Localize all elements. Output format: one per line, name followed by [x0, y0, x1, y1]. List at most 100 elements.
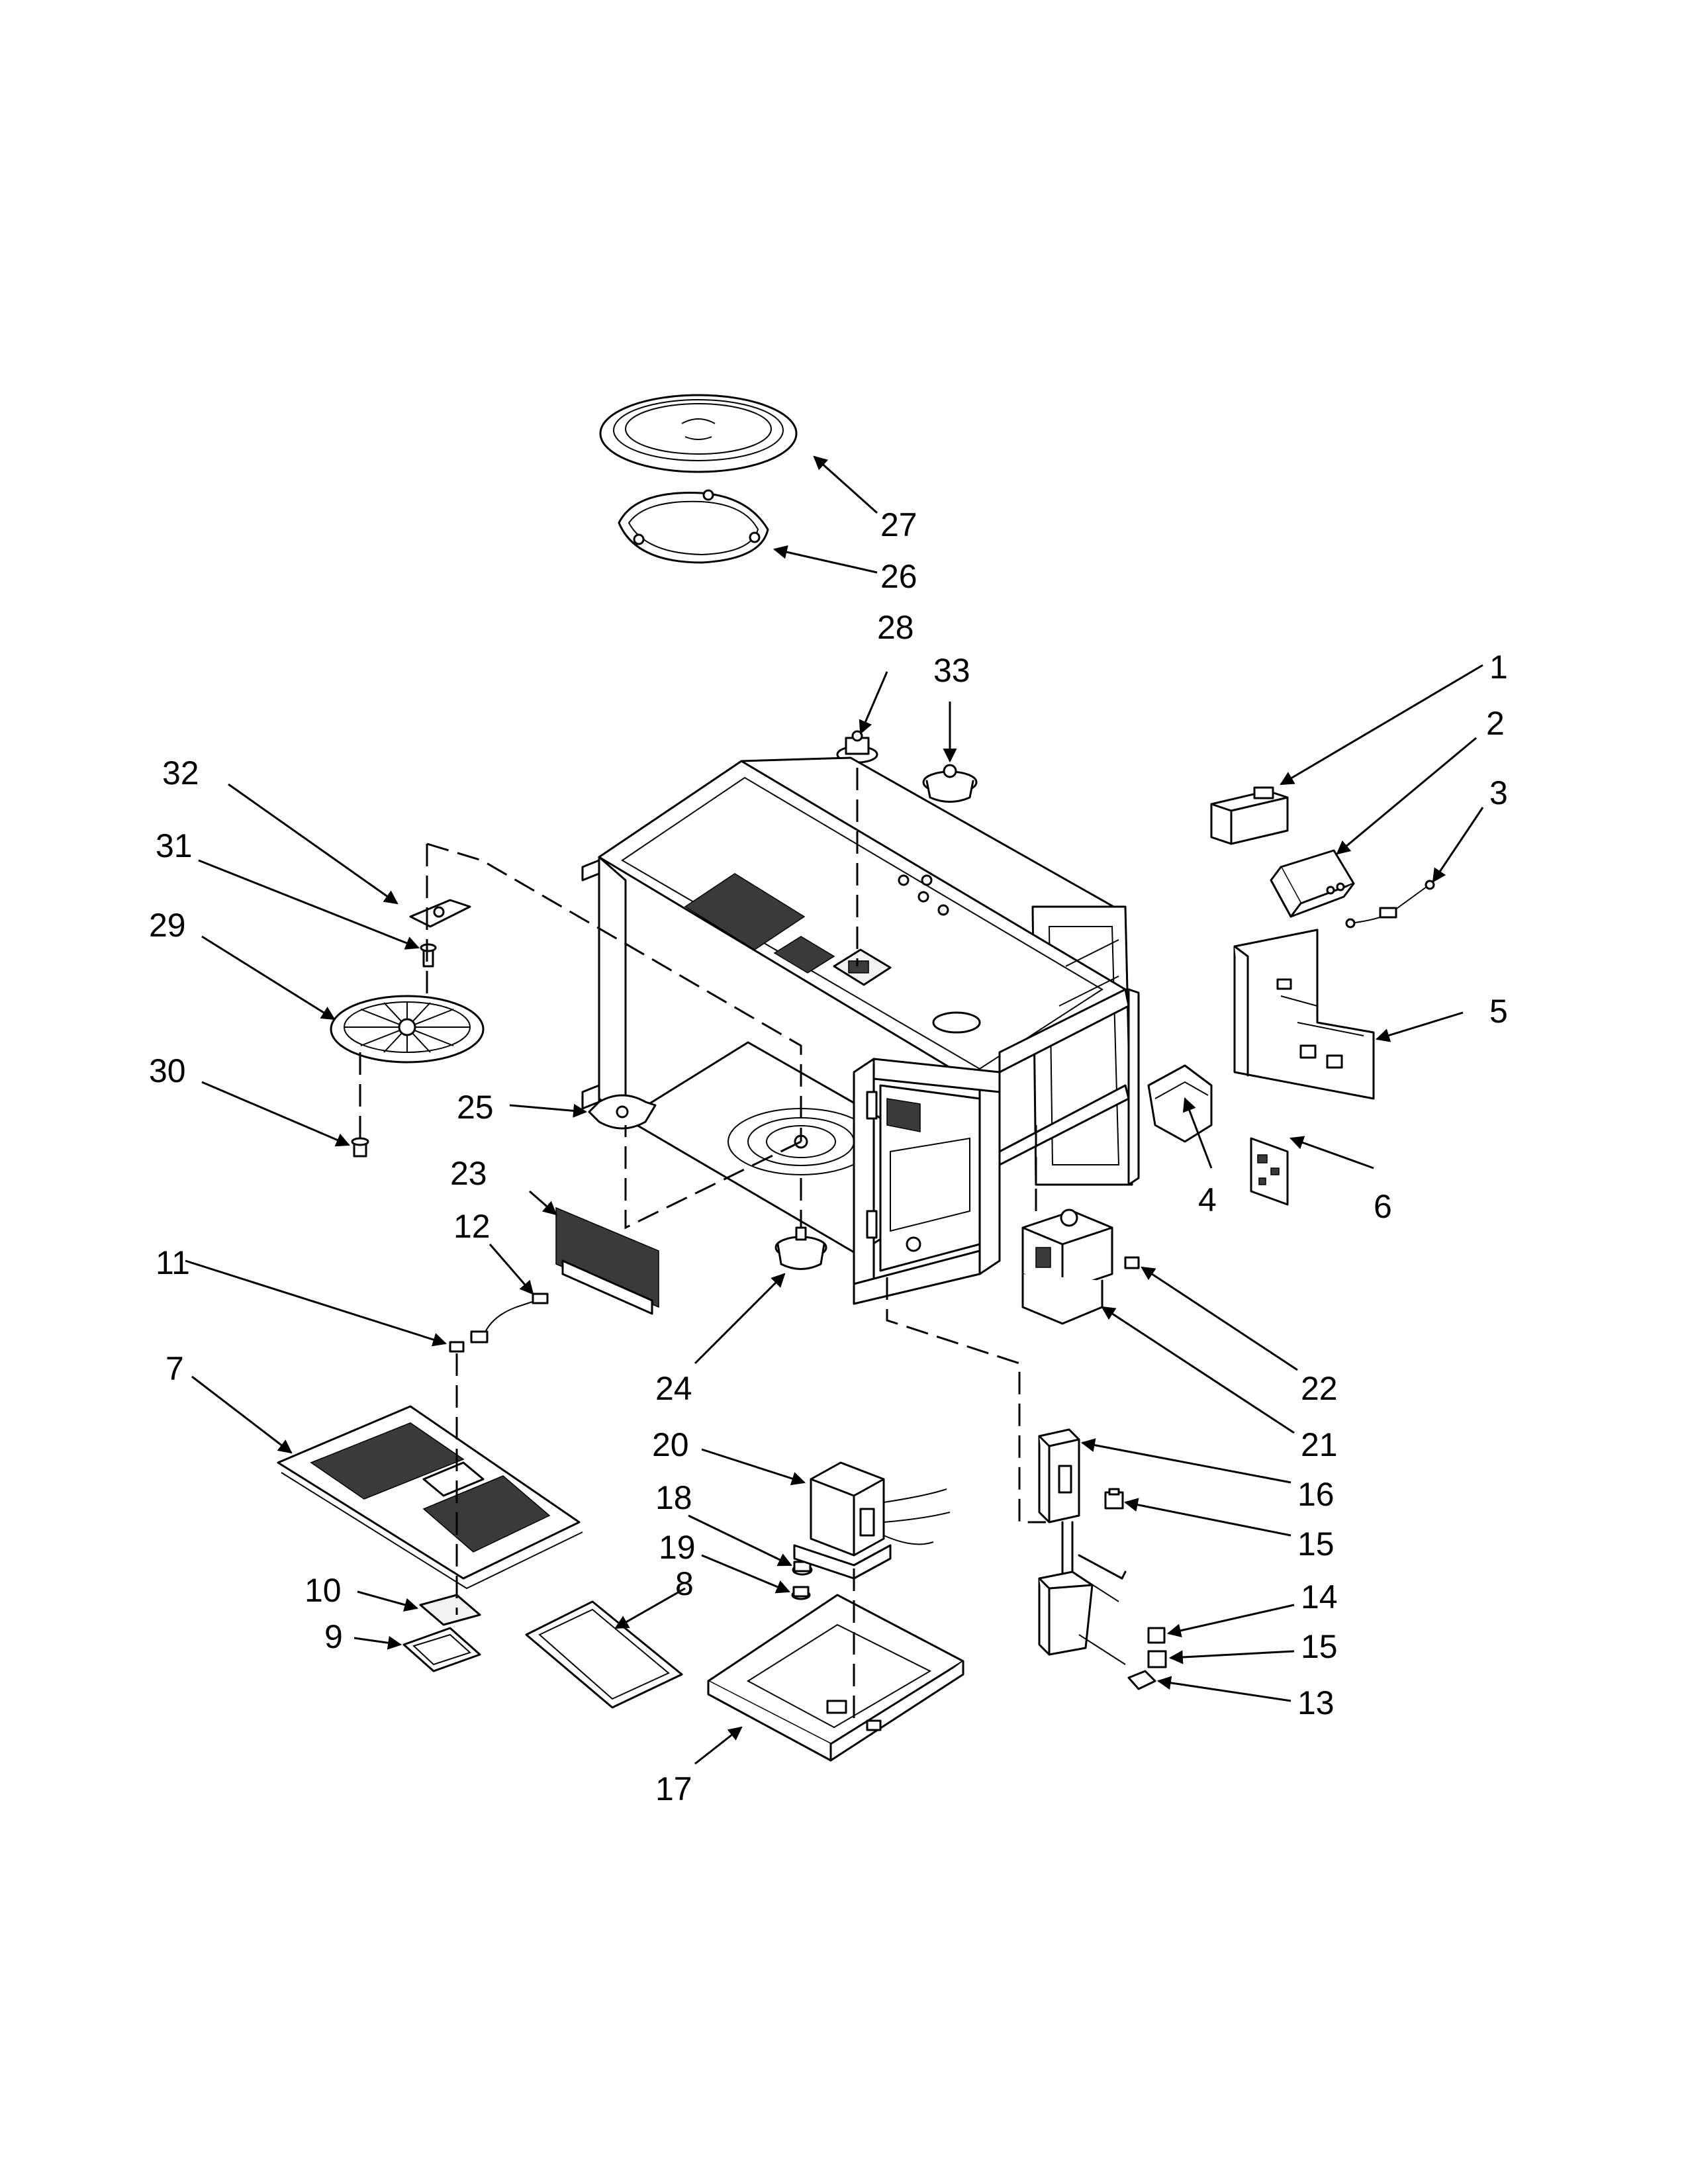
- callout-31: 31: [156, 827, 193, 864]
- part-14-switch[interactable]: [1147, 1627, 1166, 1644]
- callout-2: 2: [1486, 705, 1505, 742]
- part-3-diode[interactable]: [1345, 880, 1435, 929]
- callout-16: 16: [1297, 1476, 1335, 1513]
- part-10-lamp-lens[interactable]: [419, 1594, 481, 1626]
- part-24-turntable-motor[interactable]: [774, 1226, 827, 1270]
- callout-20: 20: [652, 1426, 689, 1463]
- leader-2: [1336, 737, 1477, 855]
- part-32-stirrer-bracket[interactable]: [409, 899, 471, 928]
- callout-15-lower: 15: [1301, 1628, 1338, 1665]
- leader-27: [813, 455, 878, 514]
- callout-3: 3: [1489, 774, 1508, 811]
- callout-28: 28: [877, 609, 914, 646]
- leader-17: [694, 1726, 743, 1765]
- part-1-bracket[interactable]: [1210, 786, 1289, 845]
- leader-19: [701, 1554, 790, 1594]
- part-11-lamp[interactable]: [449, 1341, 465, 1353]
- part-8-filter[interactable]: [525, 1600, 683, 1709]
- part-2-capacitor[interactable]: [1270, 849, 1355, 918]
- leader-28: [859, 671, 888, 735]
- leader-6: [1289, 1136, 1374, 1169]
- part-29-stirrer-fan[interactable]: [330, 995, 485, 1064]
- part-23-vent-grille[interactable]: [555, 1206, 659, 1315]
- callout-8: 8: [675, 1565, 694, 1602]
- leader-5: [1375, 1011, 1464, 1042]
- callout-15-upper: 15: [1297, 1525, 1335, 1563]
- part-12-wire-harness[interactable]: [470, 1293, 549, 1343]
- leader-10: [357, 1590, 419, 1612]
- part-6-circuit-board[interactable]: [1250, 1137, 1289, 1206]
- callout-12: 12: [453, 1208, 491, 1245]
- callout-21: 21: [1301, 1426, 1338, 1463]
- leader-24: [694, 1273, 786, 1365]
- assembly-dashed-lines: [359, 768, 1046, 1721]
- leader-7: [191, 1375, 293, 1454]
- part-17-base-plate[interactable]: [707, 1594, 964, 1762]
- callout-32: 32: [162, 754, 199, 792]
- part-9-lamp-cover[interactable]: [402, 1627, 481, 1672]
- latch-assembly[interactable]: [1038, 1521, 1127, 1665]
- leader-12: [489, 1244, 534, 1295]
- callout-9: 9: [324, 1618, 343, 1655]
- leader-1: [1280, 664, 1483, 786]
- callout-25: 25: [457, 1089, 494, 1126]
- part-25-coupler[interactable]: [588, 1094, 657, 1130]
- leader-8: [614, 1587, 686, 1629]
- leader-14: [1166, 1604, 1295, 1638]
- leader-23: [529, 1190, 557, 1216]
- callout-14: 14: [1301, 1578, 1338, 1615]
- part-22-thermostat[interactable]: [1124, 1256, 1140, 1269]
- callout-7: 7: [165, 1350, 184, 1387]
- callout-19: 19: [659, 1529, 696, 1566]
- leader-15-lower: [1168, 1650, 1295, 1664]
- leader-25: [509, 1103, 588, 1118]
- part-15-switch-upper[interactable]: [1104, 1488, 1124, 1510]
- callout-5: 5: [1489, 993, 1508, 1030]
- leader-13: [1156, 1676, 1291, 1702]
- part-21-magnetron[interactable]: [1021, 1208, 1113, 1325]
- part-19-spacer[interactable]: [791, 1586, 811, 1600]
- part-5-air-duct[interactable]: [1233, 929, 1375, 1100]
- leader-4: [1182, 1097, 1213, 1169]
- leader-18: [688, 1514, 792, 1567]
- callout-11: 11: [156, 1244, 190, 1281]
- callout-22: 22: [1301, 1370, 1338, 1407]
- part-20-transformer[interactable]: [793, 1461, 951, 1580]
- leader-arrows: [185, 455, 1484, 1765]
- leader-29: [201, 935, 336, 1021]
- callout-18: 18: [655, 1479, 692, 1516]
- leader-22: [1141, 1266, 1298, 1371]
- leader-3: [1432, 807, 1484, 883]
- part-33-motor[interactable]: [922, 764, 978, 803]
- part-27-turntable-tray[interactable]: [599, 394, 798, 473]
- part-4-cover[interactable]: [1147, 1064, 1213, 1143]
- part-13-lever[interactable]: [1127, 1670, 1156, 1690]
- callout-1: 1: [1489, 649, 1508, 686]
- leader-26: [773, 545, 878, 574]
- part-31-screw[interactable]: [420, 943, 437, 968]
- leader-20: [701, 1448, 806, 1486]
- callout-26: 26: [880, 558, 917, 595]
- callout-23: 23: [450, 1155, 487, 1192]
- callout-17: 17: [655, 1770, 692, 1807]
- callout-6: 6: [1374, 1188, 1392, 1225]
- callout-13: 13: [1297, 1684, 1335, 1721]
- leader-15-upper: [1123, 1498, 1291, 1537]
- callout-33: 33: [933, 652, 970, 689]
- leader-9: [353, 1635, 402, 1650]
- callout-4: 4: [1198, 1181, 1217, 1218]
- leader-21: [1101, 1306, 1295, 1434]
- part-15-switch-lower[interactable]: [1147, 1650, 1167, 1668]
- callout-24: 24: [655, 1370, 692, 1407]
- part-26-roller-ring[interactable]: [618, 489, 769, 564]
- part-16-latch-board[interactable]: [1038, 1428, 1080, 1524]
- callout-29: 29: [149, 907, 186, 944]
- leader-30: [201, 1081, 350, 1147]
- leader-32: [228, 783, 399, 905]
- leader-11: [185, 1259, 447, 1347]
- part-7-bottom-plate[interactable]: [277, 1405, 583, 1590]
- microwave-cavity-chassis[interactable]: [581, 756, 1140, 1305]
- part-30-spacer[interactable]: [351, 1137, 369, 1158]
- leader-31: [198, 859, 420, 950]
